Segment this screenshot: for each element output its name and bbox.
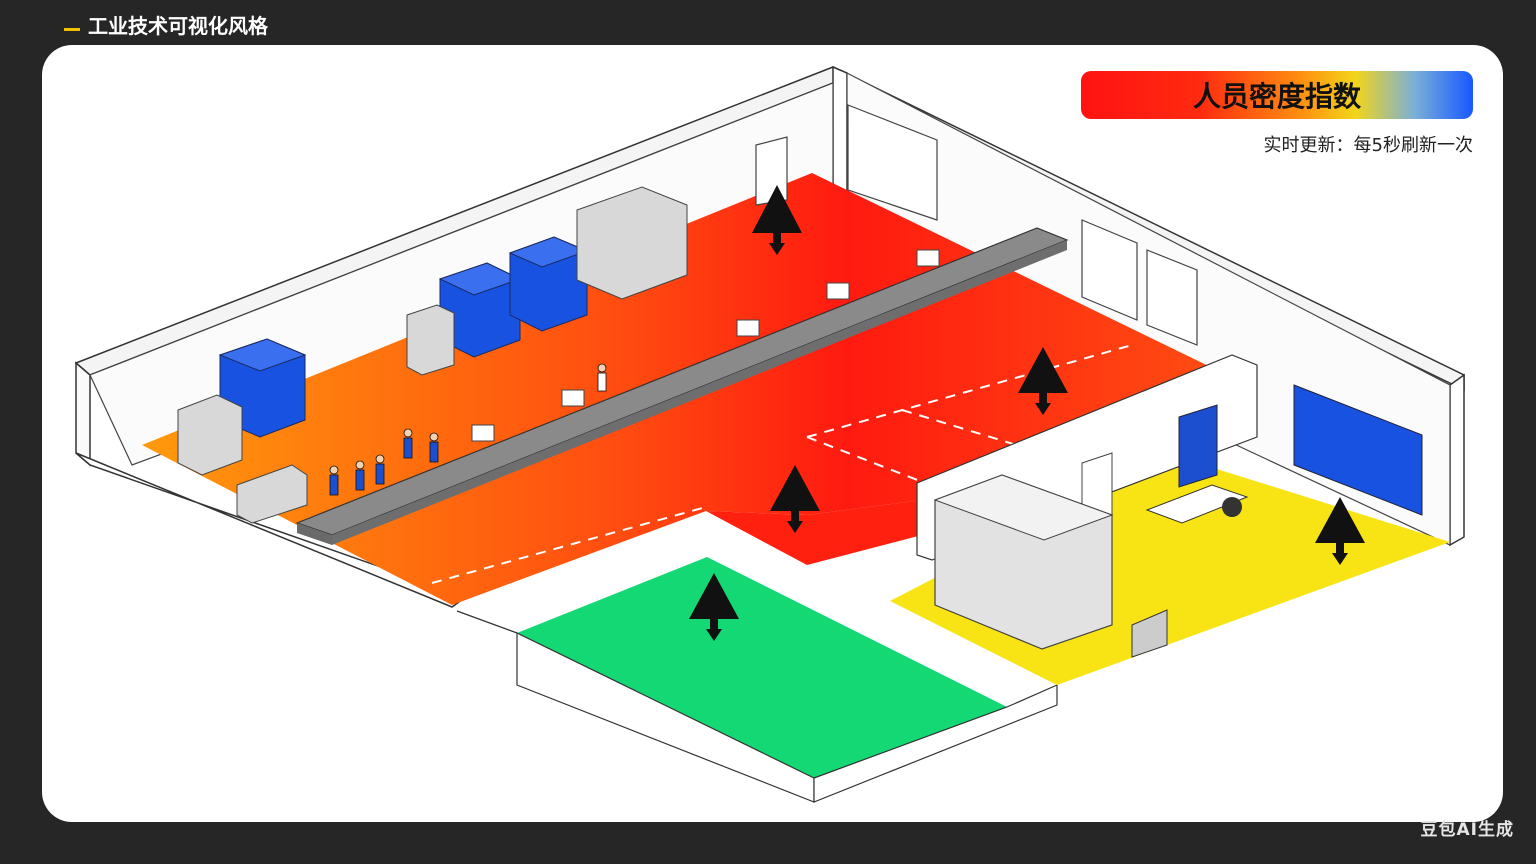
workstations <box>471 249 940 442</box>
legend-title: 人员密度指数 <box>1192 80 1361 113</box>
watermark: 豆包AI生成 <box>1420 820 1514 840</box>
yellow-zone <box>890 354 1450 685</box>
factory-floor-plan <box>74 65 1465 803</box>
density-marker-3 <box>770 465 820 533</box>
refresh-note: 实时更新：每5秒刷新一次 <box>1263 135 1473 156</box>
page-header: 工业技术可视化风格 <box>64 8 268 40</box>
page-title: 工业技术可视化风格 <box>88 13 268 38</box>
wall-windows <box>755 104 1198 346</box>
green-zone <box>456 557 1058 803</box>
diagram-card: 人员密度指数 实时更新：每5秒刷新一次 <box>42 45 1503 822</box>
workers <box>329 363 607 496</box>
density-legend: 人员密度指数 <box>1081 71 1473 119</box>
density-marker-4 <box>689 573 739 641</box>
density-marker-5 <box>1315 497 1365 565</box>
accent-dash <box>64 27 80 31</box>
heat-zone-center <box>706 500 922 565</box>
conveyor-belt <box>295 227 1069 545</box>
equipment-machines <box>177 186 688 524</box>
floor-lanes <box>431 344 1133 584</box>
density-marker-2 <box>1018 347 1068 415</box>
density-marker-1 <box>752 185 802 255</box>
